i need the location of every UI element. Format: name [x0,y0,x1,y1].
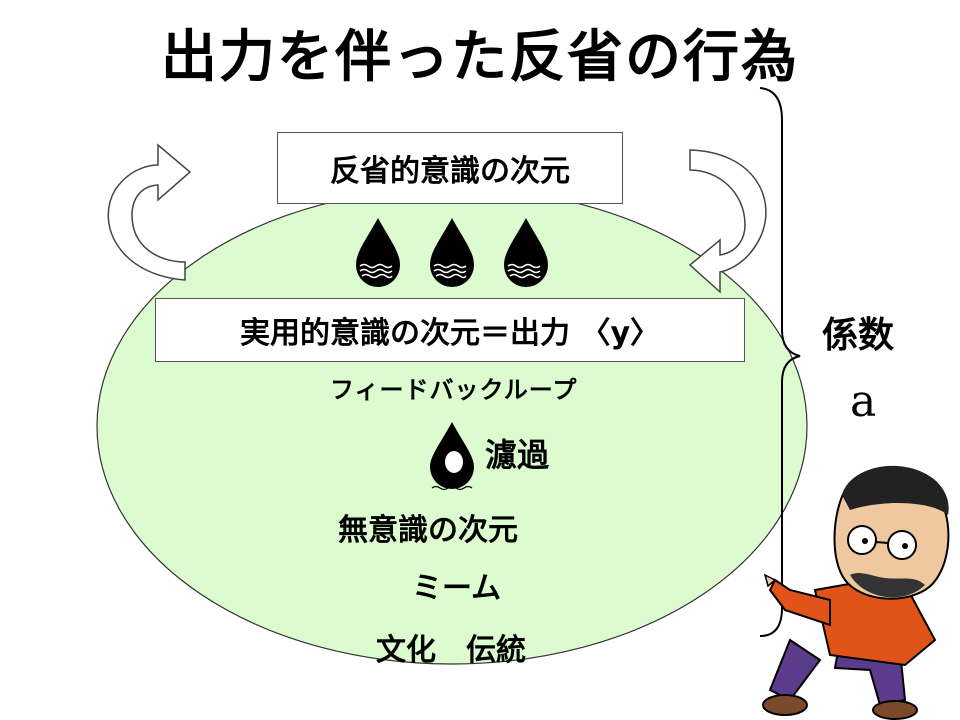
drop-icon [356,218,400,287]
culture-tradition-label: 文化 伝統 [376,633,526,668]
unconscious-dimension-label: 無意識の次元 [338,513,518,548]
presenter-illustration [762,465,950,720]
left-loop-arrow [107,143,192,281]
practical-dimension-box: 実用的意識の次元＝出力 〈y〉 [155,298,745,362]
practical-dimension-label: 実用的意識の次元＝出力 〈y〉 [240,316,660,351]
coefficient-bracket [759,87,801,637]
reflective-dimension-label: 反省的意識の次元 [330,154,570,189]
filter-label: 濾過 [485,436,550,474]
meme-label: ミーム [412,571,502,606]
right-loop-arrow [688,149,767,294]
reflective-dimension-box: 反省的意識の次元 [277,132,623,204]
drop-icon [430,218,474,287]
page-title: 出力を伴った反省の行為 [161,25,799,90]
filter-drop-icon [430,422,474,491]
coefficient-label: 係数 [822,315,895,356]
coefficient-symbol: a [850,376,877,427]
drop-icon [504,218,548,287]
feedback-loop-label: フィードバックループ [330,376,578,404]
